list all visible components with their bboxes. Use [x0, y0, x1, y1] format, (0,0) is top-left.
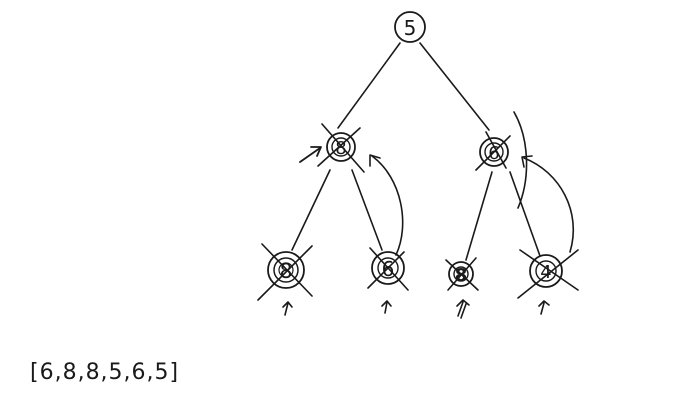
edge-left-leaf2: [351, 169, 383, 251]
leaf-pointers: [282, 299, 550, 319]
edge-root-left: [337, 42, 401, 129]
node-label-leaf4: 4: [540, 262, 551, 283]
node-label-root: 5: [404, 16, 417, 40]
cross-mark: [367, 247, 409, 291]
up-arrow-icon: [538, 300, 550, 315]
node-right: 6: [475, 131, 511, 171]
up-arrow-icon: [381, 300, 392, 314]
arrow-leaf4-to-right: [523, 157, 575, 253]
node-root: 5: [394, 11, 426, 43]
cross-mark: [317, 123, 365, 173]
cross-mark: [517, 249, 579, 299]
node-leaf3: 8: [445, 257, 479, 291]
tree-edges: [291, 42, 541, 261]
cross-mark: [475, 131, 511, 171]
arrow-leaf2-to-left: [371, 155, 404, 256]
arrow-into-left-node: [299, 147, 321, 163]
node-left: 8: [317, 123, 365, 173]
node-leaf4: 4: [517, 249, 579, 299]
up-arrow-icon: [282, 301, 293, 316]
node-leaf2: 6: [367, 247, 409, 291]
arrowhead: [521, 155, 533, 168]
cross-mark: [445, 257, 479, 291]
arrowhead: [369, 154, 381, 167]
node-label-left: 8: [335, 138, 346, 159]
edge-left-leaf1: [291, 169, 331, 251]
node-label-right: 6: [488, 143, 499, 164]
edge-root-right: [419, 42, 490, 131]
edge-right-leaf3: [465, 171, 493, 261]
cross-mark: [257, 243, 313, 301]
arrowhead: [310, 146, 322, 157]
up-arrow-icon: [456, 299, 470, 319]
array-notation: [6,8,8,5,6,5]: [30, 360, 180, 385]
edge-right-leaf4: [509, 171, 541, 257]
node-leaf1: 8: [257, 243, 313, 301]
annotation-arrows: [299, 111, 575, 256]
bracket-stroke: [513, 111, 528, 209]
